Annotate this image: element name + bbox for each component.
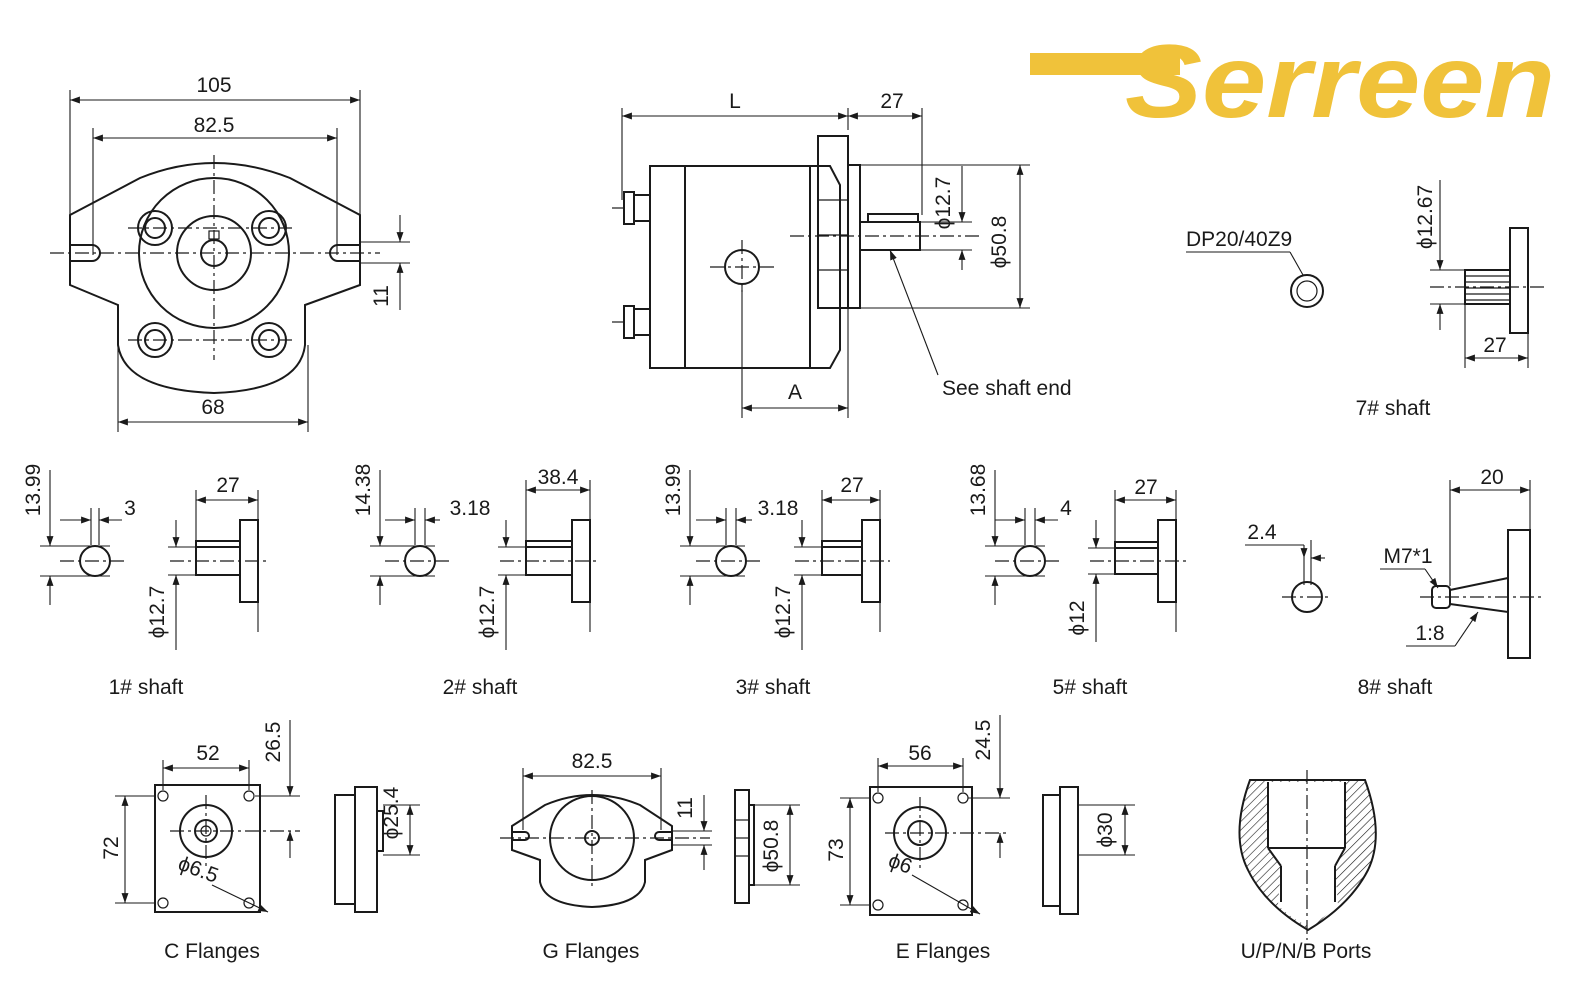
see-shaft-end-note: See shaft end: [942, 377, 1072, 400]
logo-text: Serreen: [1125, 24, 1555, 140]
dim-26-5: 26.5: [262, 722, 285, 763]
dim-14-38: 14.38: [352, 464, 375, 517]
dim-72: 72: [100, 836, 123, 859]
dim-73: 73: [825, 838, 848, 861]
dim-27: 27: [1483, 334, 1506, 357]
dim-82-5: 82.5: [194, 114, 235, 137]
dim-24-5: 24.5: [972, 720, 995, 761]
c-flange-detail: 52 26.5 72 ϕ6.5 ϕ25.4 C Flanges: [100, 720, 420, 963]
dim-phi25-4: ϕ25.4: [380, 786, 403, 839]
c-flanges-label: C Flanges: [164, 940, 260, 963]
pump-front-view: 105 82.5 11 68: [50, 74, 410, 432]
dim-11: 11: [674, 797, 697, 819]
shaft-2-detail: 14.38 3.18 38.4 ϕ12.7 2# shaft: [352, 464, 600, 699]
shaft-7-label: 7# shaft: [1356, 397, 1431, 420]
dim-11: 11: [370, 285, 393, 307]
brand-logo: Serreen: [1030, 24, 1555, 140]
shaft-8-label: 8# shaft: [1358, 676, 1433, 699]
shaft-5-detail: 13.68 4 27 ϕ12 5# shaft: [967, 464, 1186, 699]
g-flanges-label: G Flanges: [543, 940, 640, 963]
dim-phi6: ϕ6: [885, 849, 915, 879]
dim-27: 27: [880, 90, 903, 113]
shaft-7-detail: DP20/40Z9 ϕ12.67 27 7# shaft: [1186, 180, 1545, 420]
dim-key: 3: [124, 497, 136, 520]
g-flange-detail: 82.5 11 ϕ50.8 G Flanges: [500, 750, 800, 963]
dim-A: A: [788, 381, 802, 404]
dim-2-4: 2.4: [1247, 521, 1277, 544]
shaft-3-detail: 13.99 3.18 27 ϕ12.7 3# shaft: [662, 464, 890, 699]
dim-dia: ϕ12.7: [772, 586, 795, 639]
shaft-1-label: 1# shaft: [109, 676, 184, 699]
dim-phi12-67: ϕ12.67: [1414, 185, 1437, 249]
dim-20: 20: [1480, 466, 1503, 489]
dim-len: 27: [1134, 476, 1157, 499]
dim-68: 68: [201, 396, 224, 419]
dim-82-5: 82.5: [572, 750, 613, 773]
dim-105: 105: [196, 74, 231, 97]
shaft-5-label: 5# shaft: [1053, 676, 1128, 699]
e-flanges-label: E Flanges: [896, 940, 991, 963]
shaft-1-detail: 13.99 3 27 ϕ12.7 1# shaft: [22, 464, 268, 699]
shaft-8-detail: 2.4 M7*1 20 1:8 8# shaft: [1245, 466, 1545, 699]
pump-side-view: L 27 ϕ12.7: [612, 90, 1072, 418]
dim-56: 56: [908, 742, 931, 765]
dim-phi50-8: ϕ50.8: [760, 820, 783, 873]
dim-phi30: ϕ30: [1094, 812, 1117, 847]
dim-phi6-5: ϕ6.5: [175, 852, 221, 888]
dim-phi50-8: ϕ50.8: [988, 216, 1011, 269]
dim-len: 27: [216, 474, 239, 497]
dim-key: 4: [1060, 497, 1072, 520]
dim-dia: ϕ12.7: [476, 586, 499, 639]
dim-phi12-7: ϕ12.7: [932, 177, 955, 230]
dim-len: 27: [840, 474, 863, 497]
ports-detail: U/P/N/B Ports: [1238, 770, 1377, 963]
shaft-2-label: 2# shaft: [443, 676, 518, 699]
spline-label: DP20/40Z9: [1186, 228, 1292, 251]
dim-key: 3.18: [758, 497, 799, 520]
ports-label: U/P/N/B Ports: [1241, 940, 1372, 963]
shaft-3-label: 3# shaft: [736, 676, 811, 699]
taper-label: 1:8: [1415, 622, 1444, 645]
dim-dia: ϕ12.7: [146, 586, 169, 639]
e-flange-detail: 56 24.5 73 ϕ6 ϕ30 E Flanges: [825, 715, 1135, 963]
dim-13-99: 13.99: [662, 464, 685, 517]
dim-13-68: 13.68: [967, 464, 990, 517]
dim-len: 38.4: [538, 466, 579, 489]
dim-key: 3.18: [450, 497, 491, 520]
dim-52: 52: [196, 742, 219, 765]
dim-L: L: [729, 90, 741, 113]
dim-13-99: 13.99: [22, 464, 45, 517]
dim-dia: ϕ12: [1066, 600, 1089, 635]
thread-label: M7*1: [1383, 545, 1432, 568]
